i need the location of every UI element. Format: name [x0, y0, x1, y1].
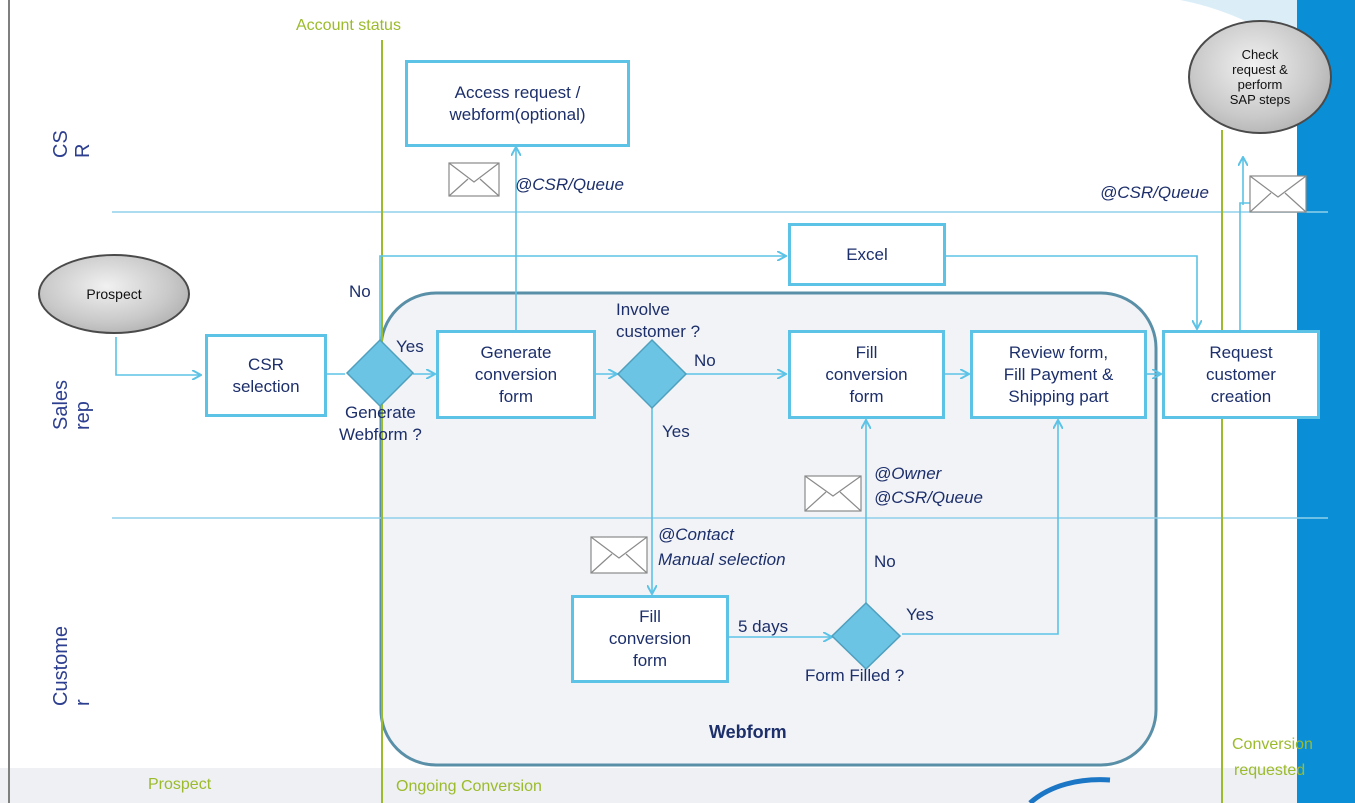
form-filled-question-label: Form Filled ? — [805, 666, 905, 685]
node-label-line: Fill — [639, 607, 661, 626]
generate-conversion-form-box: Generate conversion form — [436, 330, 596, 419]
stage-strip — [0, 768, 1355, 803]
node-label-line: customer — [1206, 364, 1276, 384]
lane-title-line: r — [72, 699, 94, 706]
lane-title-csr: CS R — [50, 130, 94, 158]
node-label-line: Fill — [855, 342, 878, 362]
prospect-start-node: Prospect — [38, 254, 190, 334]
edge-label-no: No — [694, 351, 716, 370]
stage-label-conversion-requested-line1: Conversion — [1232, 736, 1313, 753]
envelope-icon — [1249, 175, 1307, 213]
node-label-line: conversion — [474, 364, 558, 384]
node-label-line: SAP steps — [1229, 92, 1291, 107]
edge-label-five-days: 5 days — [738, 617, 789, 636]
envelope-icon — [590, 536, 648, 574]
node-label-line: request & — [1232, 62, 1288, 77]
envelope-icon — [448, 162, 500, 197]
node-label-line: conversion — [825, 364, 908, 384]
edge-label-no: No — [349, 282, 371, 301]
lane-title-line: CS — [50, 130, 72, 158]
logo-swoosh — [1028, 777, 1111, 803]
node-label-line: Request — [1209, 342, 1273, 362]
edge-label-yes: Yes — [662, 422, 690, 441]
review-form-box: Review form, Fill Payment & Shipping par… — [970, 330, 1147, 419]
request-customer-creation-box: Request customer creation — [1162, 330, 1320, 419]
access-request-box: Access request / webform(optional) — [405, 60, 630, 147]
stage-label-conversion-requested-line2: requested — [1234, 762, 1306, 779]
stage-label-prospect: Prospect — [148, 776, 212, 793]
node-label-line: perform — [1237, 77, 1283, 92]
node-label-line: Check — [1241, 47, 1279, 62]
node-label-line: Generate — [344, 403, 416, 422]
node-label: Prospect — [86, 286, 142, 302]
edge-label-yes: Yes — [396, 337, 424, 356]
lane-title-line: Custome — [50, 625, 72, 706]
node-label-line: Webform ? — [339, 425, 422, 444]
node-label-line: Fill Payment & — [1003, 364, 1114, 384]
webform-group-title: Webform — [709, 722, 787, 742]
node-label-line: form — [849, 386, 884, 406]
check-request-node: Check request & perform SAP steps — [1188, 20, 1332, 134]
edge-label-yes: Yes — [906, 605, 934, 624]
fill-conversion-form-sales-box: Fill conversion form — [788, 330, 945, 419]
node-label-line: form — [633, 651, 667, 670]
notification-csr-queue: @CSR/Queue — [1100, 183, 1209, 202]
decision-generate-webform — [345, 338, 415, 408]
generate-webform-question-label: Generate Webform ? — [339, 402, 422, 446]
node-label-line: creation — [1210, 386, 1272, 406]
node-label: Excel — [846, 244, 888, 264]
notification-manual-selection: Manual selection — [658, 550, 786, 569]
lane-title-line: Sales — [50, 379, 72, 430]
node-label-line: webform(optional) — [449, 104, 586, 124]
involve-customer-question-label: Involve customer ? — [616, 299, 700, 343]
node-label-line: Review form, — [1008, 342, 1109, 362]
envelope-icon — [804, 475, 862, 512]
node-label-line: CSR — [248, 354, 284, 374]
stage-label-account-status: Account status — [296, 17, 401, 34]
lane-title-customer: Custome r — [50, 626, 94, 706]
lane-title-line: R — [72, 143, 94, 158]
fill-conversion-form-customer-box: Fill conversion form — [571, 595, 729, 683]
lane-title-sales-rep: Sales rep — [50, 380, 94, 430]
lane-title-line: rep — [72, 401, 94, 430]
decision-involve-customer — [616, 338, 688, 410]
node-label-line: Access request / — [454, 82, 581, 102]
notification-csr-queue: @CSR/Queue — [515, 175, 624, 194]
notification-csr-queue: @CSR/Queue — [874, 488, 983, 507]
notification-owner: @Owner — [874, 464, 942, 483]
node-label-line: Involve — [616, 300, 670, 319]
csr-selection-box: CSR selection — [205, 334, 327, 417]
node-label-line: form — [499, 386, 533, 406]
corner-decoration — [1180, 0, 1297, 55]
notification-contact: @Contact — [658, 525, 734, 544]
node-label-line: Generate — [480, 342, 552, 362]
node-label-line: customer ? — [616, 322, 701, 341]
decision-form-filled — [830, 601, 902, 671]
node-label-line: Shipping part — [1008, 386, 1109, 406]
excel-box: Excel — [788, 223, 946, 286]
node-label-line: conversion — [608, 629, 692, 648]
node-label-line: selection — [232, 376, 300, 396]
stage-label-ongoing-conversion: Ongoing Conversion — [396, 778, 542, 795]
edge-label-no: No — [874, 552, 896, 571]
